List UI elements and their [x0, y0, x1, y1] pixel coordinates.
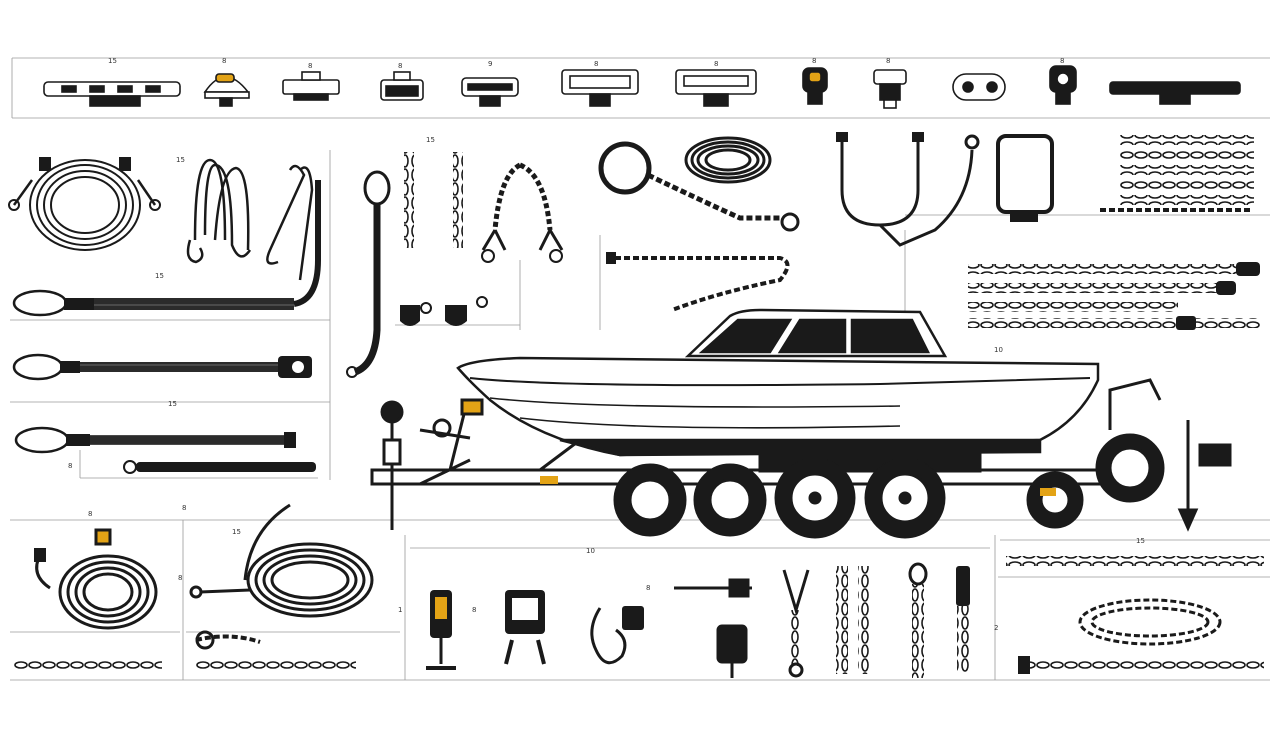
clamp-light — [873, 69, 907, 109]
shackle-hooks — [782, 569, 810, 678]
trailer-wheels — [613, 433, 1165, 539]
label-cord-coil: 15 — [232, 528, 241, 536]
hitch-pin-assembly — [674, 578, 752, 678]
round-mount-light — [1049, 65, 1077, 105]
label-chains-center: 15 — [426, 136, 435, 144]
label-hook-left: 8 — [68, 462, 72, 470]
bracket-light-1 — [282, 71, 340, 101]
label-top-8: 8 — [886, 57, 890, 65]
label-misc-e: 8 — [178, 574, 182, 582]
hanging-chains — [404, 152, 564, 263]
tie-down-strap — [14, 426, 316, 474]
label-misc-c: 8 — [646, 584, 650, 592]
boat-hull — [456, 356, 1100, 457]
label-top-5: 8 — [594, 60, 598, 68]
label-top-4: 9 — [488, 60, 492, 68]
bottom-chains-right — [1006, 556, 1264, 674]
chain-bundle-top-right — [1100, 135, 1254, 212]
label-top-0: 15 — [108, 57, 117, 65]
label-top-6: 8 — [714, 60, 718, 68]
label-misc-b: 8 — [472, 606, 476, 614]
oval-light — [952, 73, 1006, 101]
extension-cord-coil — [189, 503, 374, 618]
top-row-lights — [43, 65, 1241, 109]
winch-strap-long — [12, 180, 321, 317]
tow-strap-coil — [8, 157, 161, 251]
label-misc-a: 1 — [398, 606, 402, 614]
flat-rail-light — [1109, 81, 1241, 105]
top-row-labels: 15 8 8 8 9 8 8 8 8 8 — [108, 57, 1064, 70]
vertical-chains-bottom — [836, 562, 970, 678]
snap-hooks-pair — [400, 296, 488, 326]
bracket-light-5 — [675, 69, 757, 107]
boat-cabin — [684, 308, 948, 358]
label-boat: 10 — [994, 346, 1003, 354]
bracket-light-4 — [561, 69, 639, 107]
label-top-9: 8 — [1060, 57, 1064, 65]
square-frame — [996, 134, 1054, 222]
amber-post-light — [426, 590, 456, 670]
winch-post — [419, 398, 484, 471]
chain-with-hook — [606, 252, 790, 312]
label-bottom-dim: 10 — [586, 547, 595, 555]
u-shaped-hanger — [836, 132, 980, 247]
label-plug-left: 8 — [88, 510, 92, 518]
rear-stand — [540, 378, 1232, 532]
label-bottom-right-dim: 15 — [1136, 537, 1145, 545]
label-top-2: 8 — [308, 62, 312, 70]
ratchet-strap — [12, 353, 312, 381]
label-misc-f: 8 — [182, 504, 186, 512]
long-chains-right — [968, 262, 1260, 330]
label-top-7: 8 — [812, 57, 816, 65]
label-misc-d: 2 — [994, 624, 998, 632]
light-bar-long — [43, 81, 181, 107]
diagram-labels: 15 15 15 8 15 10 8 15 10 15 1 8 8 2 8 8 — [68, 136, 1145, 632]
amber-dome-light — [203, 73, 250, 107]
label-strap-low: 15 — [168, 400, 177, 408]
amber-marker-light — [802, 67, 828, 105]
boat-on-trailer — [370, 308, 1232, 539]
vertical-lifting-strap — [346, 170, 391, 378]
wiring-plug-coil — [34, 528, 158, 630]
bungee-hooks — [186, 158, 314, 281]
ring-chain-assembly — [598, 136, 800, 232]
socket-connector — [504, 590, 546, 665]
label-strap-mid: 15 — [155, 272, 164, 280]
label-rope-left: 15 — [176, 156, 185, 164]
bottom-chains-left — [14, 630, 356, 670]
trailer-jack — [380, 400, 404, 530]
bracket-light-2 — [380, 71, 424, 101]
plug-with-cable — [590, 606, 644, 665]
label-top-1: 8 — [222, 57, 226, 65]
bracket-light-3 — [461, 77, 519, 107]
label-top-3: 8 — [398, 62, 402, 70]
